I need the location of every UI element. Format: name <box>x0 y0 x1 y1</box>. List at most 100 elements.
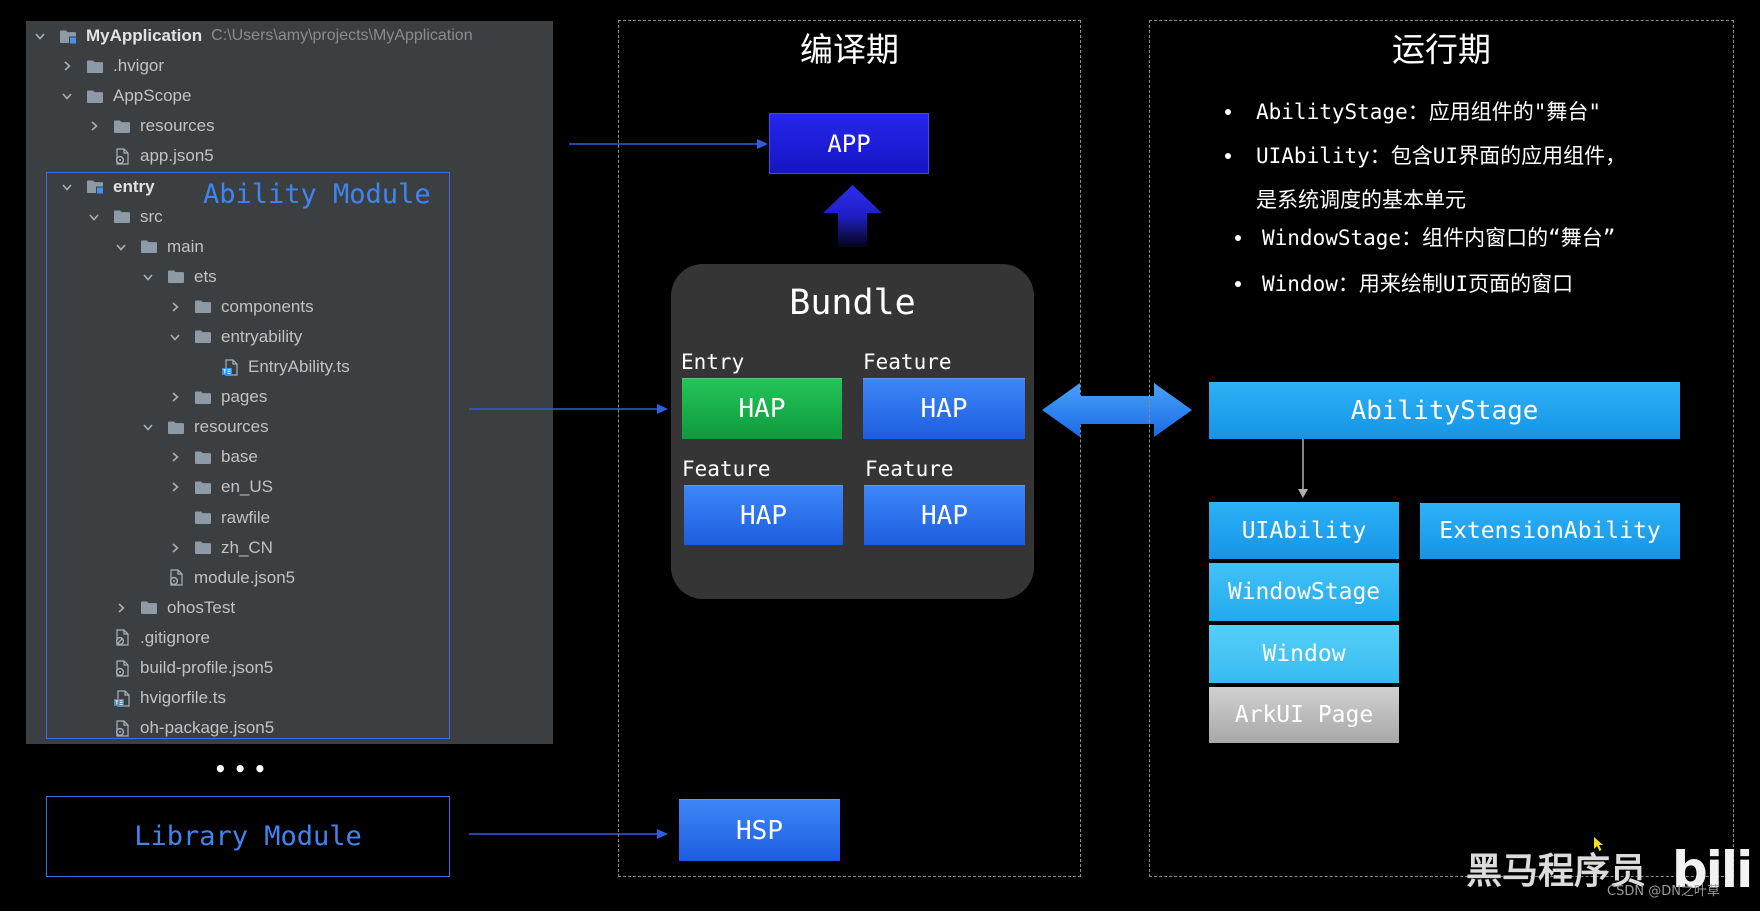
tree-item-label: entry <box>113 176 155 196</box>
feature-hap-box: HAP <box>864 485 1025 545</box>
tree-item-label: main <box>167 236 204 256</box>
bullet-dot <box>1235 235 1241 241</box>
tree-item-label: src <box>140 206 163 226</box>
tree-item-label: hvigorfile.ts <box>140 688 226 708</box>
tree-item-label: .hvigor <box>113 56 165 76</box>
tree-item-hvigor[interactable]: .hvigor <box>26 51 553 81</box>
tree-item-en-us[interactable]: en_US <box>26 472 553 502</box>
tree-item-rawfile[interactable]: rawfile <box>26 503 553 533</box>
arrow-appscope-to-app <box>569 139 768 149</box>
project-file-tree: MyApplication C:\Users\amy\projects\MyAp… <box>26 21 553 744</box>
more-modules-ellipsis: • • • <box>214 757 267 781</box>
compile-phase-panel <box>618 20 1081 877</box>
tree-item-label: ohosTest <box>167 597 236 617</box>
ability-stage-box: AbilityStage <box>1209 382 1680 439</box>
bilibili-logo: bili <box>1672 841 1753 899</box>
bullet-window: Window：用来绘制UI页面的窗口 <box>1262 272 1574 296</box>
hap-type-label: Feature <box>863 350 952 374</box>
arrow-down-icon <box>1298 439 1308 498</box>
tree-item-src[interactable]: src <box>26 202 553 232</box>
bullet-dot <box>1235 281 1241 287</box>
tree-item-label: components <box>221 296 314 316</box>
tree-item-main-resources[interactable]: resources <box>26 412 553 442</box>
tree-item-entry[interactable]: entry <box>26 171 553 201</box>
feature-hap-box: HAP <box>684 485 843 545</box>
module-folder-icon <box>58 26 78 46</box>
tree-item-appscope-resources[interactable]: resources <box>26 111 553 141</box>
tree-item-ohostest[interactable]: ohosTest <box>26 593 553 623</box>
arkui-page-box: ArkUI Page <box>1209 687 1399 743</box>
chevron-down-icon[interactable] <box>30 26 50 46</box>
folder-icon <box>85 56 105 76</box>
ui-ability-box: UIAbility <box>1209 502 1399 559</box>
bullet-dot <box>1225 153 1231 159</box>
tree-item-module-json5[interactable]: module.json5 <box>26 563 553 593</box>
tree-item-label: pages <box>221 387 268 407</box>
hap-type-label: Entry <box>681 350 745 374</box>
bullet-ui-ability: UIAbility：包含UI界面的应用组件， <box>1256 144 1627 168</box>
hap-type-label: Feature <box>865 457 954 481</box>
runtime-phase-panel <box>1149 20 1734 877</box>
tree-item-base[interactable]: base <box>26 442 553 472</box>
bullet-dot <box>1225 109 1231 115</box>
tree-item-entryability[interactable]: entryability <box>26 322 553 352</box>
tree-item-app-json5[interactable]: app.json5 <box>26 141 553 171</box>
arrow-ability-module-to-bundle <box>469 404 668 414</box>
tree-item-zh-cn[interactable]: zh_CN <box>26 533 553 563</box>
tree-item-label: zh_CN <box>221 537 273 557</box>
chevron-down-icon[interactable] <box>57 86 77 106</box>
tree-item-entryability-ts[interactable]: EntryAbility.ts <box>26 352 553 382</box>
tree-item-ets[interactable]: ets <box>26 262 553 292</box>
tree-item-label: en_US <box>221 477 273 497</box>
tree-item-label: base <box>221 447 258 467</box>
folder-icon <box>112 116 132 136</box>
tree-item-label: entryability <box>221 326 303 346</box>
project-path: C:\Users\amy\projects\MyApplication <box>211 27 473 45</box>
tree-item-label: module.json5 <box>194 567 296 587</box>
tree-item-label: app.json5 <box>140 146 214 166</box>
folder-icon <box>85 86 105 106</box>
compile-phase-title: 编译期 <box>800 30 899 69</box>
tree-item-label: AppScope <box>113 86 192 106</box>
tree-item-label: resources <box>194 417 269 437</box>
bullet-window-stage: WindowStage：组件内窗口的“舞台” <box>1262 226 1616 250</box>
csdn-watermark: CSDN @DN之叶草 <box>1607 884 1720 899</box>
tree-item-label: .gitignore <box>140 627 210 647</box>
extension-ability-box: ExtensionAbility <box>1420 503 1680 559</box>
tree-item-hvigorfile[interactable]: hvigorfile.ts <box>26 683 553 713</box>
window-stage-box: WindowStage <box>1209 563 1399 621</box>
tree-item-pages[interactable]: pages <box>26 382 553 412</box>
tree-item-myapplication[interactable]: MyApplication C:\Users\amy\projects\MyAp… <box>26 21 553 51</box>
bullet-ability-stage: AbilityStage：应用组件的"舞台" <box>1256 100 1602 124</box>
tree-item-appscope[interactable]: AppScope <box>26 81 553 111</box>
json5-file-icon <box>112 146 132 166</box>
tree-item-oh-package[interactable]: oh-package.json5 <box>26 713 553 743</box>
tree-item-build-profile[interactable]: build-profile.json5 <box>26 653 553 683</box>
bullet-ui-ability-continued: 是系统调度的基本单元 <box>1256 188 1466 212</box>
bundle-title: Bundle <box>789 283 916 323</box>
project-name: MyApplication <box>86 26 203 46</box>
heima-watermark: 黑马程序员 <box>1466 851 1647 892</box>
tree-item-label: EntryAbility.ts <box>248 357 350 377</box>
arrow-library-module-to-hsp <box>469 829 668 839</box>
chevron-right-icon[interactable] <box>57 56 77 76</box>
window-box: Window <box>1209 625 1399 683</box>
double-arrow-icon <box>1042 383 1192 437</box>
hsp-box: HSP <box>679 799 840 861</box>
tree-item-label: rawfile <box>221 507 271 527</box>
tree-item-label: oh-package.json5 <box>140 718 275 738</box>
ability-module-label: Ability Module <box>203 179 431 210</box>
ability-module-frame <box>46 172 450 739</box>
tree-item-label: ets <box>194 266 217 286</box>
indent-spacer <box>84 146 104 166</box>
tree-item-components[interactable]: components <box>26 292 553 322</box>
app-box: APP <box>769 113 929 174</box>
tree-item-main[interactable]: main <box>26 232 553 262</box>
library-module-label: Library Module <box>134 820 362 852</box>
arrow-up-icon <box>823 185 882 247</box>
mouse-cursor-icon <box>1594 837 1603 851</box>
chevron-right-icon[interactable] <box>84 116 104 136</box>
feature-hap-box: HAP <box>863 378 1025 439</box>
entry-hap-box: HAP <box>682 378 842 439</box>
tree-item-gitignore[interactable]: .gitignore <box>26 623 553 653</box>
